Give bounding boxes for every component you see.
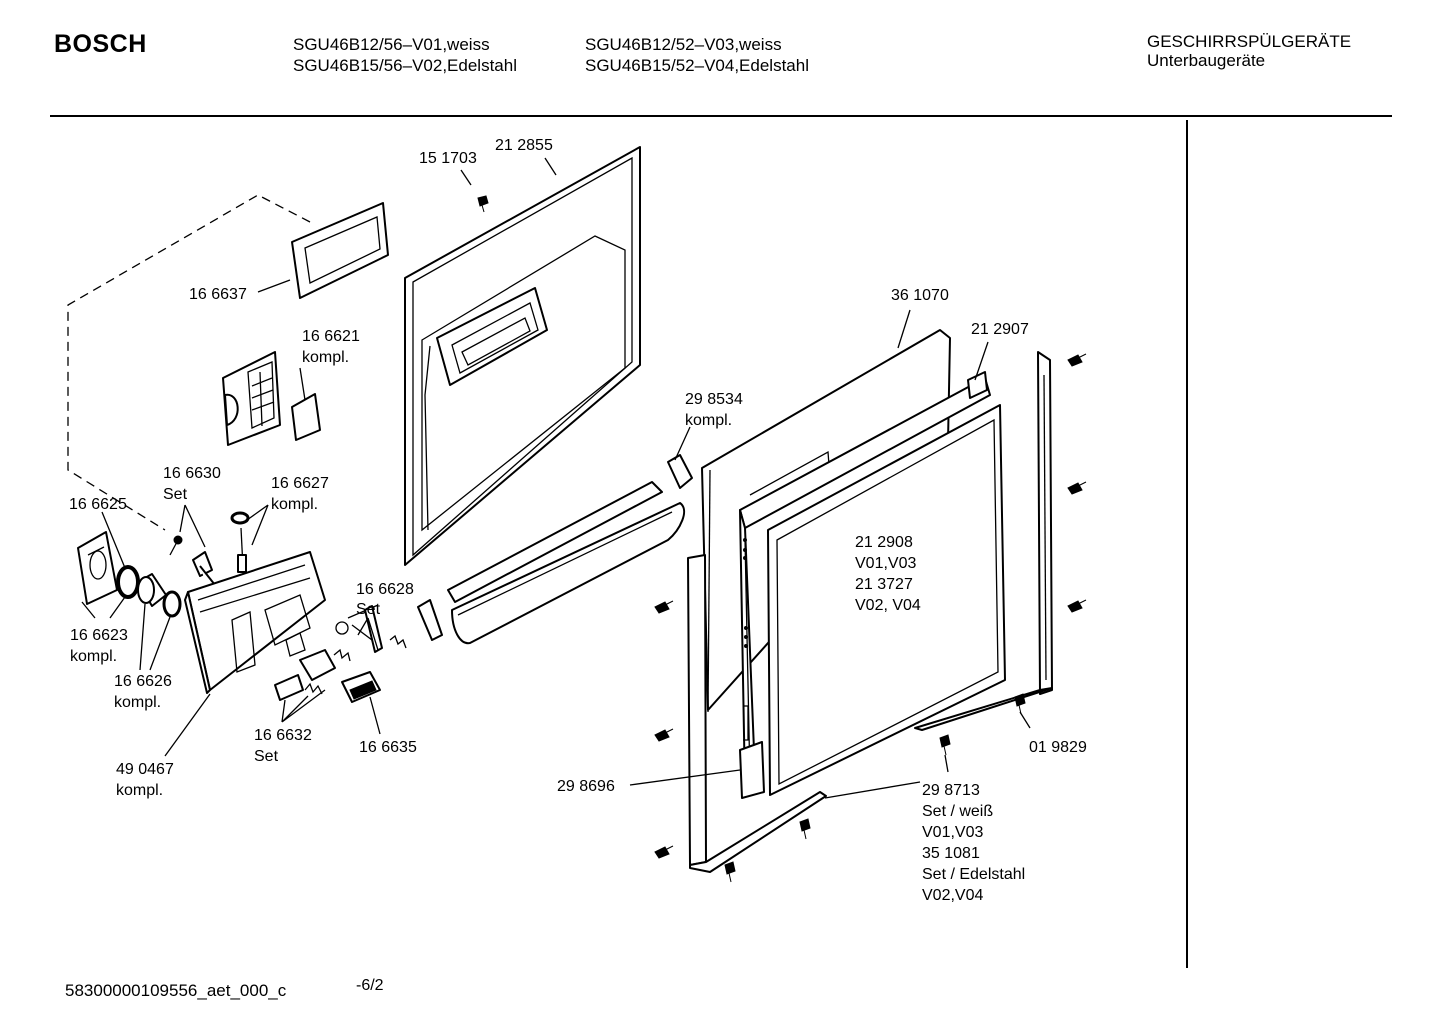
side-divider (1186, 120, 1188, 968)
label-line: 21 2855 (495, 137, 553, 154)
label-line: 29 8534 (685, 391, 743, 408)
label-line: 16 6630 (163, 465, 221, 482)
label-line: 16 6621 (302, 328, 360, 345)
label-166630: 16 6630 Set (163, 465, 225, 503)
label-line: kompl. (271, 496, 318, 513)
clip (417, 599, 443, 641)
micro-switch (341, 671, 381, 703)
document-id: 58300000109556_aet_000_c (65, 981, 287, 1000)
hinge-bracket (667, 454, 693, 489)
label-298696: 29 8696 (557, 778, 615, 795)
o-ring (162, 590, 182, 618)
side-trim (739, 741, 765, 799)
label-line: kompl. (302, 349, 349, 366)
label-line: V01,V03 (922, 824, 983, 841)
label-361070: 36 1070 (891, 287, 949, 304)
label-line: 49 0467 (116, 761, 174, 778)
label-line: kompl. (116, 782, 163, 799)
label-166623: 16 6623 kompl. (70, 627, 132, 665)
label-line: 29 8696 (557, 778, 615, 795)
label-line: 16 6625 (69, 496, 127, 513)
nozzle (137, 573, 167, 607)
frame-left (687, 554, 827, 873)
front-panel (767, 404, 1006, 796)
label-298534: 29 8534 kompl. (685, 391, 747, 429)
label-line: 16 6626 (114, 673, 172, 690)
screw-icons (477, 195, 1087, 883)
label-line: 15 1703 (419, 150, 477, 167)
part-labels: 15 1703 21 2855 16 6637 16 6621 kompl. 1… (69, 137, 1087, 904)
label-212855: 21 2855 (495, 137, 553, 154)
label-line: 21 3727 (855, 576, 913, 593)
spring-set (333, 604, 407, 662)
brand-logo: BOSCH (54, 30, 147, 58)
label-166632: 16 6632 Set (254, 727, 316, 765)
dispenser-housing (184, 551, 326, 694)
label-line: 16 6623 (70, 627, 128, 644)
label-line: kompl. (685, 412, 732, 429)
model-list-2: SGU46B12/52–V03,weiss SGU46B15/52–V04,Ed… (585, 34, 809, 76)
label-166625: 16 6625 (69, 496, 127, 513)
label-166627: 16 6627 kompl. (271, 475, 333, 513)
label-019829: 01 9829 (1029, 739, 1087, 756)
label-line: Set (356, 601, 381, 618)
label-line: 29 8713 (922, 782, 980, 799)
page-number: -6/2 (356, 977, 384, 994)
label-line: 35 1081 (922, 845, 980, 862)
valve-pin (230, 511, 250, 573)
gasket-frame (291, 202, 389, 299)
label-line: kompl. (70, 648, 117, 665)
label-line: V02,V04 (922, 887, 983, 904)
inner-frame (739, 371, 991, 791)
label-line: Set (254, 748, 279, 765)
label-line: 36 1070 (891, 287, 949, 304)
label-212907: 21 2907 (971, 321, 1029, 338)
header-divider (50, 115, 1392, 117)
label-166628: 16 6628 Set (356, 581, 418, 618)
model-v02: SGU46B15/56–V02,Edelstahl (293, 56, 517, 75)
model-v03: SGU46B12/52–V03,weiss (585, 35, 782, 54)
lever-set (169, 535, 216, 591)
label-298713: 29 8713 Set / weiß V01,V03 35 1081 Set /… (922, 782, 1030, 904)
latch-set (274, 649, 336, 701)
model-list-1: SGU46B12/56–V01,weiss SGU46B15/56–V02,Ed… (293, 34, 517, 76)
seal-ring (116, 565, 140, 599)
category-heading: GESCHIRRSPÜLGERÄTE Unterbaugeräte (1147, 32, 1351, 70)
filter-pad (291, 393, 321, 441)
label-line: 21 2908 (855, 534, 913, 551)
label-166635: 16 6635 (359, 739, 417, 756)
label-166621: 16 6621 kompl. (302, 328, 364, 366)
label-line: V02, V04 (855, 597, 921, 614)
label-line: 16 6637 (189, 286, 247, 303)
label-490467: 49 0467 kompl. (116, 761, 178, 799)
category-sub: Unterbaugeräte (1147, 51, 1266, 70)
inner-door-panel (404, 146, 641, 566)
label-166626: 16 6626 kompl. (114, 673, 176, 711)
model-v01: SGU46B12/56–V01,weiss (293, 35, 490, 54)
label-line: Set / weiß (922, 803, 993, 820)
label-line: 16 6635 (359, 739, 417, 756)
label-151703: 15 1703 (419, 150, 477, 167)
label-line: 16 6628 (356, 581, 414, 598)
label-line: 01 9829 (1029, 739, 1087, 756)
label-line: Set / Edelstahl (922, 866, 1025, 883)
model-v04: SGU46B15/52–V04,Edelstahl (585, 56, 809, 75)
label-line: kompl. (114, 694, 161, 711)
leader-lines (81, 157, 1031, 799)
label-line: 21 2907 (971, 321, 1029, 338)
label-line: 16 6632 (254, 727, 312, 744)
label-line: 16 6627 (271, 475, 329, 492)
label-line: V01,V03 (855, 555, 916, 572)
assembly-dashed-line (67, 194, 311, 531)
label-line: Set (163, 486, 188, 503)
label-166637: 16 6637 (189, 286, 247, 303)
hinge-strip (447, 481, 686, 645)
label-212908: 21 2908 V01,V03 21 3727 V02, V04 (855, 534, 921, 614)
category-main: GESCHIRRSPÜLGERÄTE (1147, 32, 1352, 51)
dispenser-cap (77, 531, 118, 605)
dispenser-cover (222, 351, 281, 446)
